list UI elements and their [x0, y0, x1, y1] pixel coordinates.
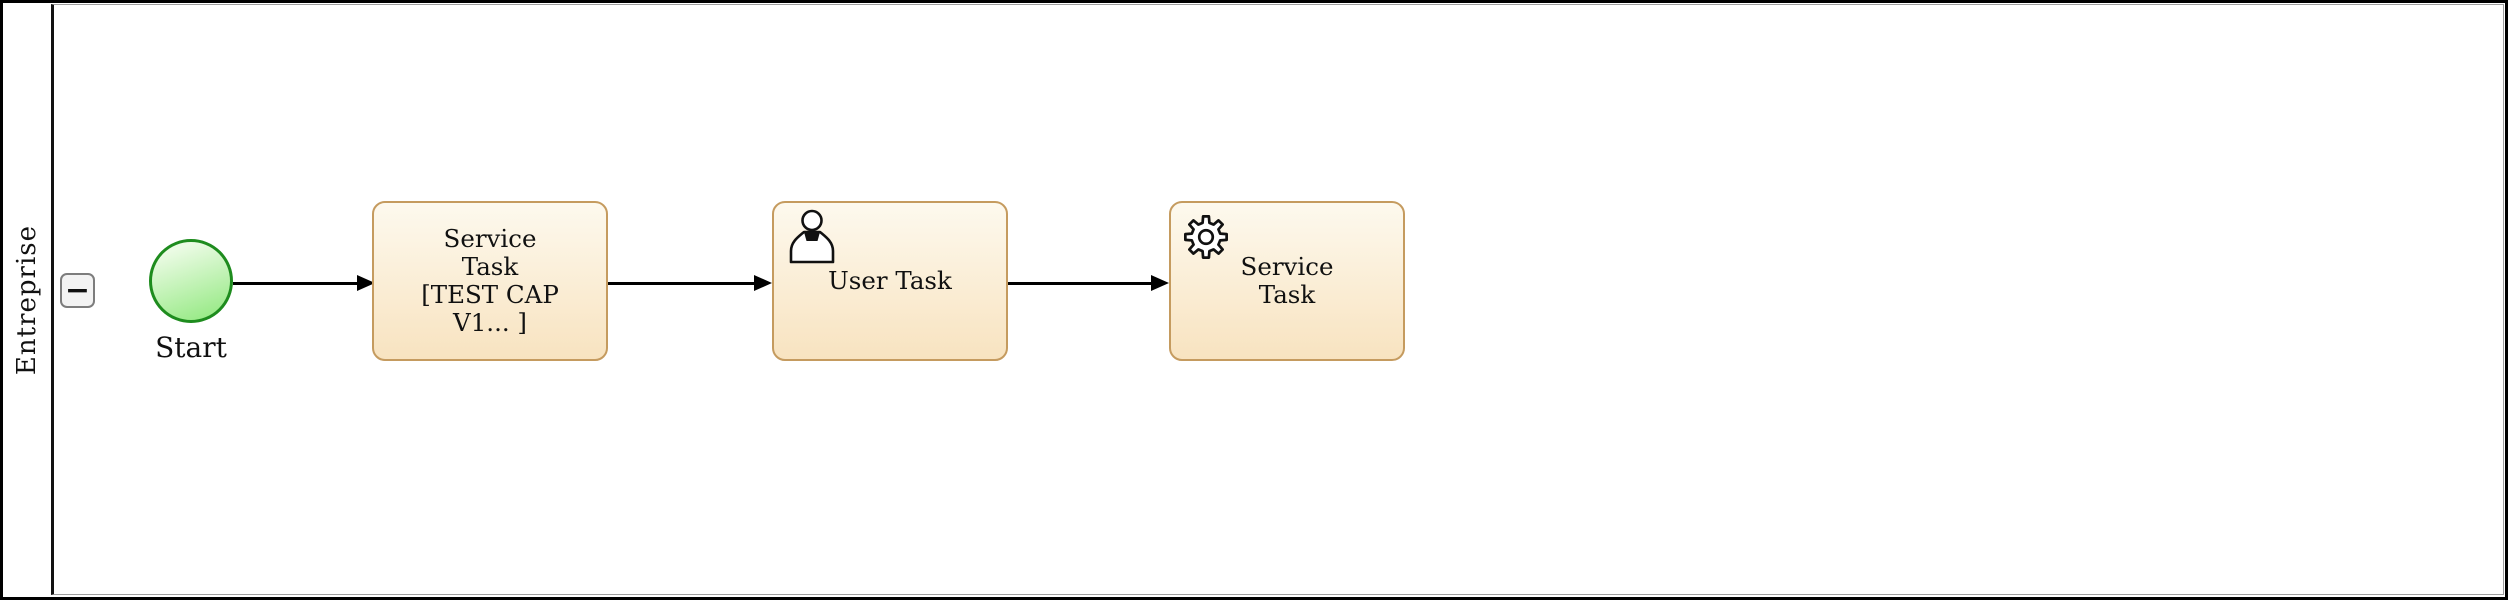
task-label: Service Task [1240, 252, 1334, 309]
start-event[interactable] [149, 239, 233, 323]
task-service-1[interactable]: Service Task [TEST CAP V1... ] [372, 201, 608, 361]
gear-icon [1184, 215, 1228, 259]
lane-label: Entreprise [12, 224, 42, 376]
lane-body [51, 4, 2504, 595]
task-user[interactable]: User Task [772, 201, 1008, 361]
flow-line [1008, 282, 1155, 285]
user-icon [789, 209, 835, 264]
flow-line [608, 282, 758, 285]
lane-header[interactable]: Entreprise [3, 3, 51, 597]
task-label: Service Task [TEST CAP V1... ] [421, 224, 559, 337]
flow-line [233, 282, 359, 285]
arrowhead-icon [1151, 275, 1169, 291]
task-service-2[interactable]: Service Task [1169, 201, 1405, 361]
start-event-label: Start [155, 331, 227, 364]
task-label: User Task [828, 266, 952, 295]
arrowhead-icon [357, 275, 375, 291]
minus-icon: − [64, 272, 91, 308]
lane-collapse-button[interactable]: − [60, 273, 95, 308]
arrowhead-icon [754, 275, 772, 291]
